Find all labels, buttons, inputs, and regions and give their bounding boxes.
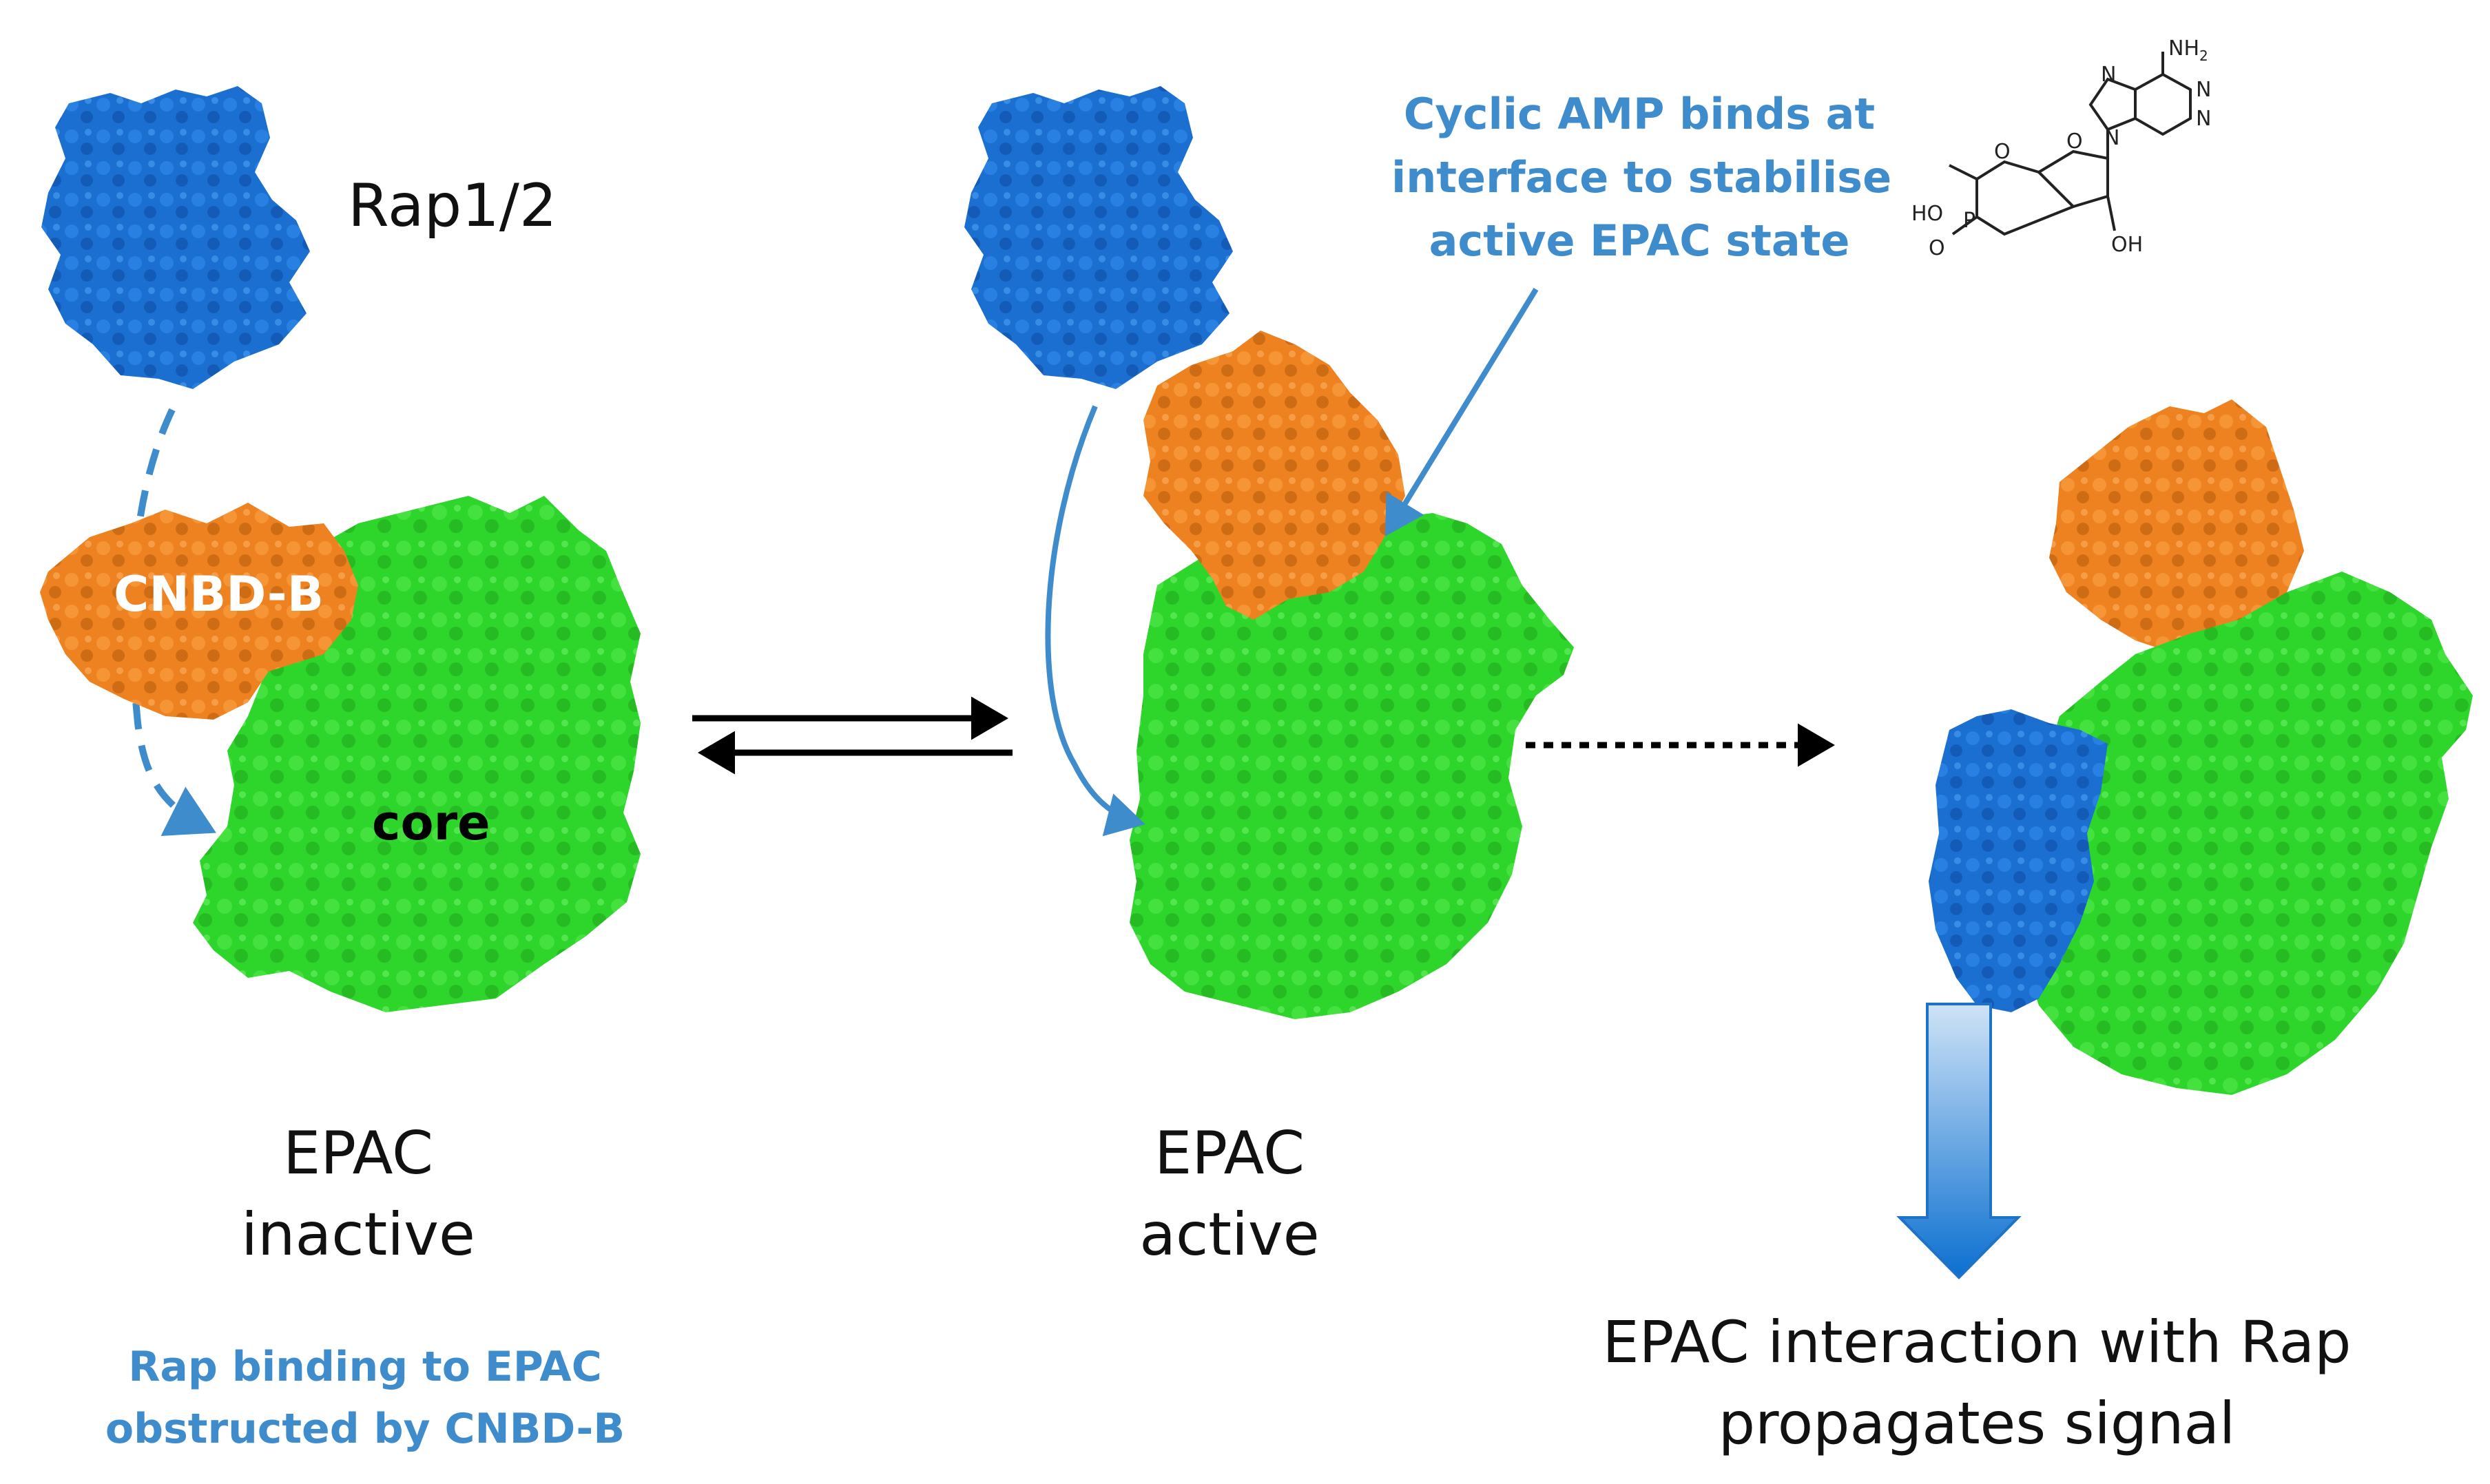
rap-binding-arrow-active — [1045, 405, 1145, 837]
rap-protein-inactive — [41, 86, 310, 389]
camp-note-line1: Cyclic AMP binds at — [1403, 89, 1876, 139]
signal-line2: propagates signal — [1718, 1390, 2236, 1457]
rap-protein-complex — [1929, 709, 2108, 1012]
down-arrow-icon — [1896, 1003, 2022, 1279]
nh2-label: NH2 — [2168, 36, 2208, 64]
cnbd-b-domain-complex — [2049, 399, 2304, 654]
obstruction-line1: Rap binding to EPAC — [128, 1343, 602, 1391]
epac-inactive-line2: inactive — [241, 1200, 475, 1269]
camp-binding-note: Cyclic AMP binds at interface to stabili… — [1391, 83, 1892, 273]
cnbd-b-domain-inactive — [40, 503, 358, 720]
obstruction-line2: obstructed by CNBD-B — [105, 1405, 625, 1453]
n9-label: N — [2104, 126, 2119, 150]
n3-label: N — [2196, 107, 2211, 131]
signal-line1: EPAC interaction with Rap — [1602, 1308, 2352, 1376]
phosphorus-label: P — [1963, 209, 1975, 233]
n1-label: N — [2196, 78, 2211, 102]
phosphoryl-oxygen-label: O — [1929, 236, 1945, 260]
cnbd-b-domain-active — [1143, 331, 1405, 620]
cnbd-b-label: CNBD-B — [114, 566, 324, 623]
core-protein-complex — [2025, 572, 2473, 1095]
camp-note-line2: interface to stabilise — [1391, 152, 1892, 202]
rap-label: Rap1/2 — [348, 171, 557, 240]
cyclic-amp-atom-labels: NH2 N N N N O O P HO O OH — [1911, 36, 2211, 260]
core-protein-active — [1130, 513, 1574, 1019]
n7-label: N — [2101, 63, 2116, 87]
obstruction-note: Rap binding to EPAC obstructed by CNBD-B — [103, 1336, 627, 1460]
camp-note-line3: active EPAC state — [1429, 216, 1850, 266]
cyclic-amp-structure-icon — [1949, 52, 2192, 236]
epac-active-title: EPAC active — [1078, 1113, 1381, 1275]
core-label: core — [372, 795, 490, 851]
equilibrium-arrows-icon — [692, 696, 1013, 775]
epac-inactive-title: EPAC inactive — [207, 1113, 510, 1275]
camp-pointer-arrow — [1384, 287, 1539, 536]
rap-protein-active — [964, 86, 1233, 389]
hydroxyl-2-label: OH — [2111, 233, 2143, 257]
epac-active-line1: EPAC — [1154, 1119, 1305, 1188]
phosphate-oxygen-label: O — [1994, 140, 2011, 164]
signal-note: EPAC interaction with Rap propagates sig… — [1564, 1302, 2390, 1464]
epac-active-line2: active — [1139, 1200, 1320, 1269]
epac-inactive-line1: EPAC — [282, 1119, 434, 1188]
hydroxyl-p-label: HO — [1911, 202, 1943, 226]
ring-oxygen-label: O — [2066, 129, 2083, 154]
